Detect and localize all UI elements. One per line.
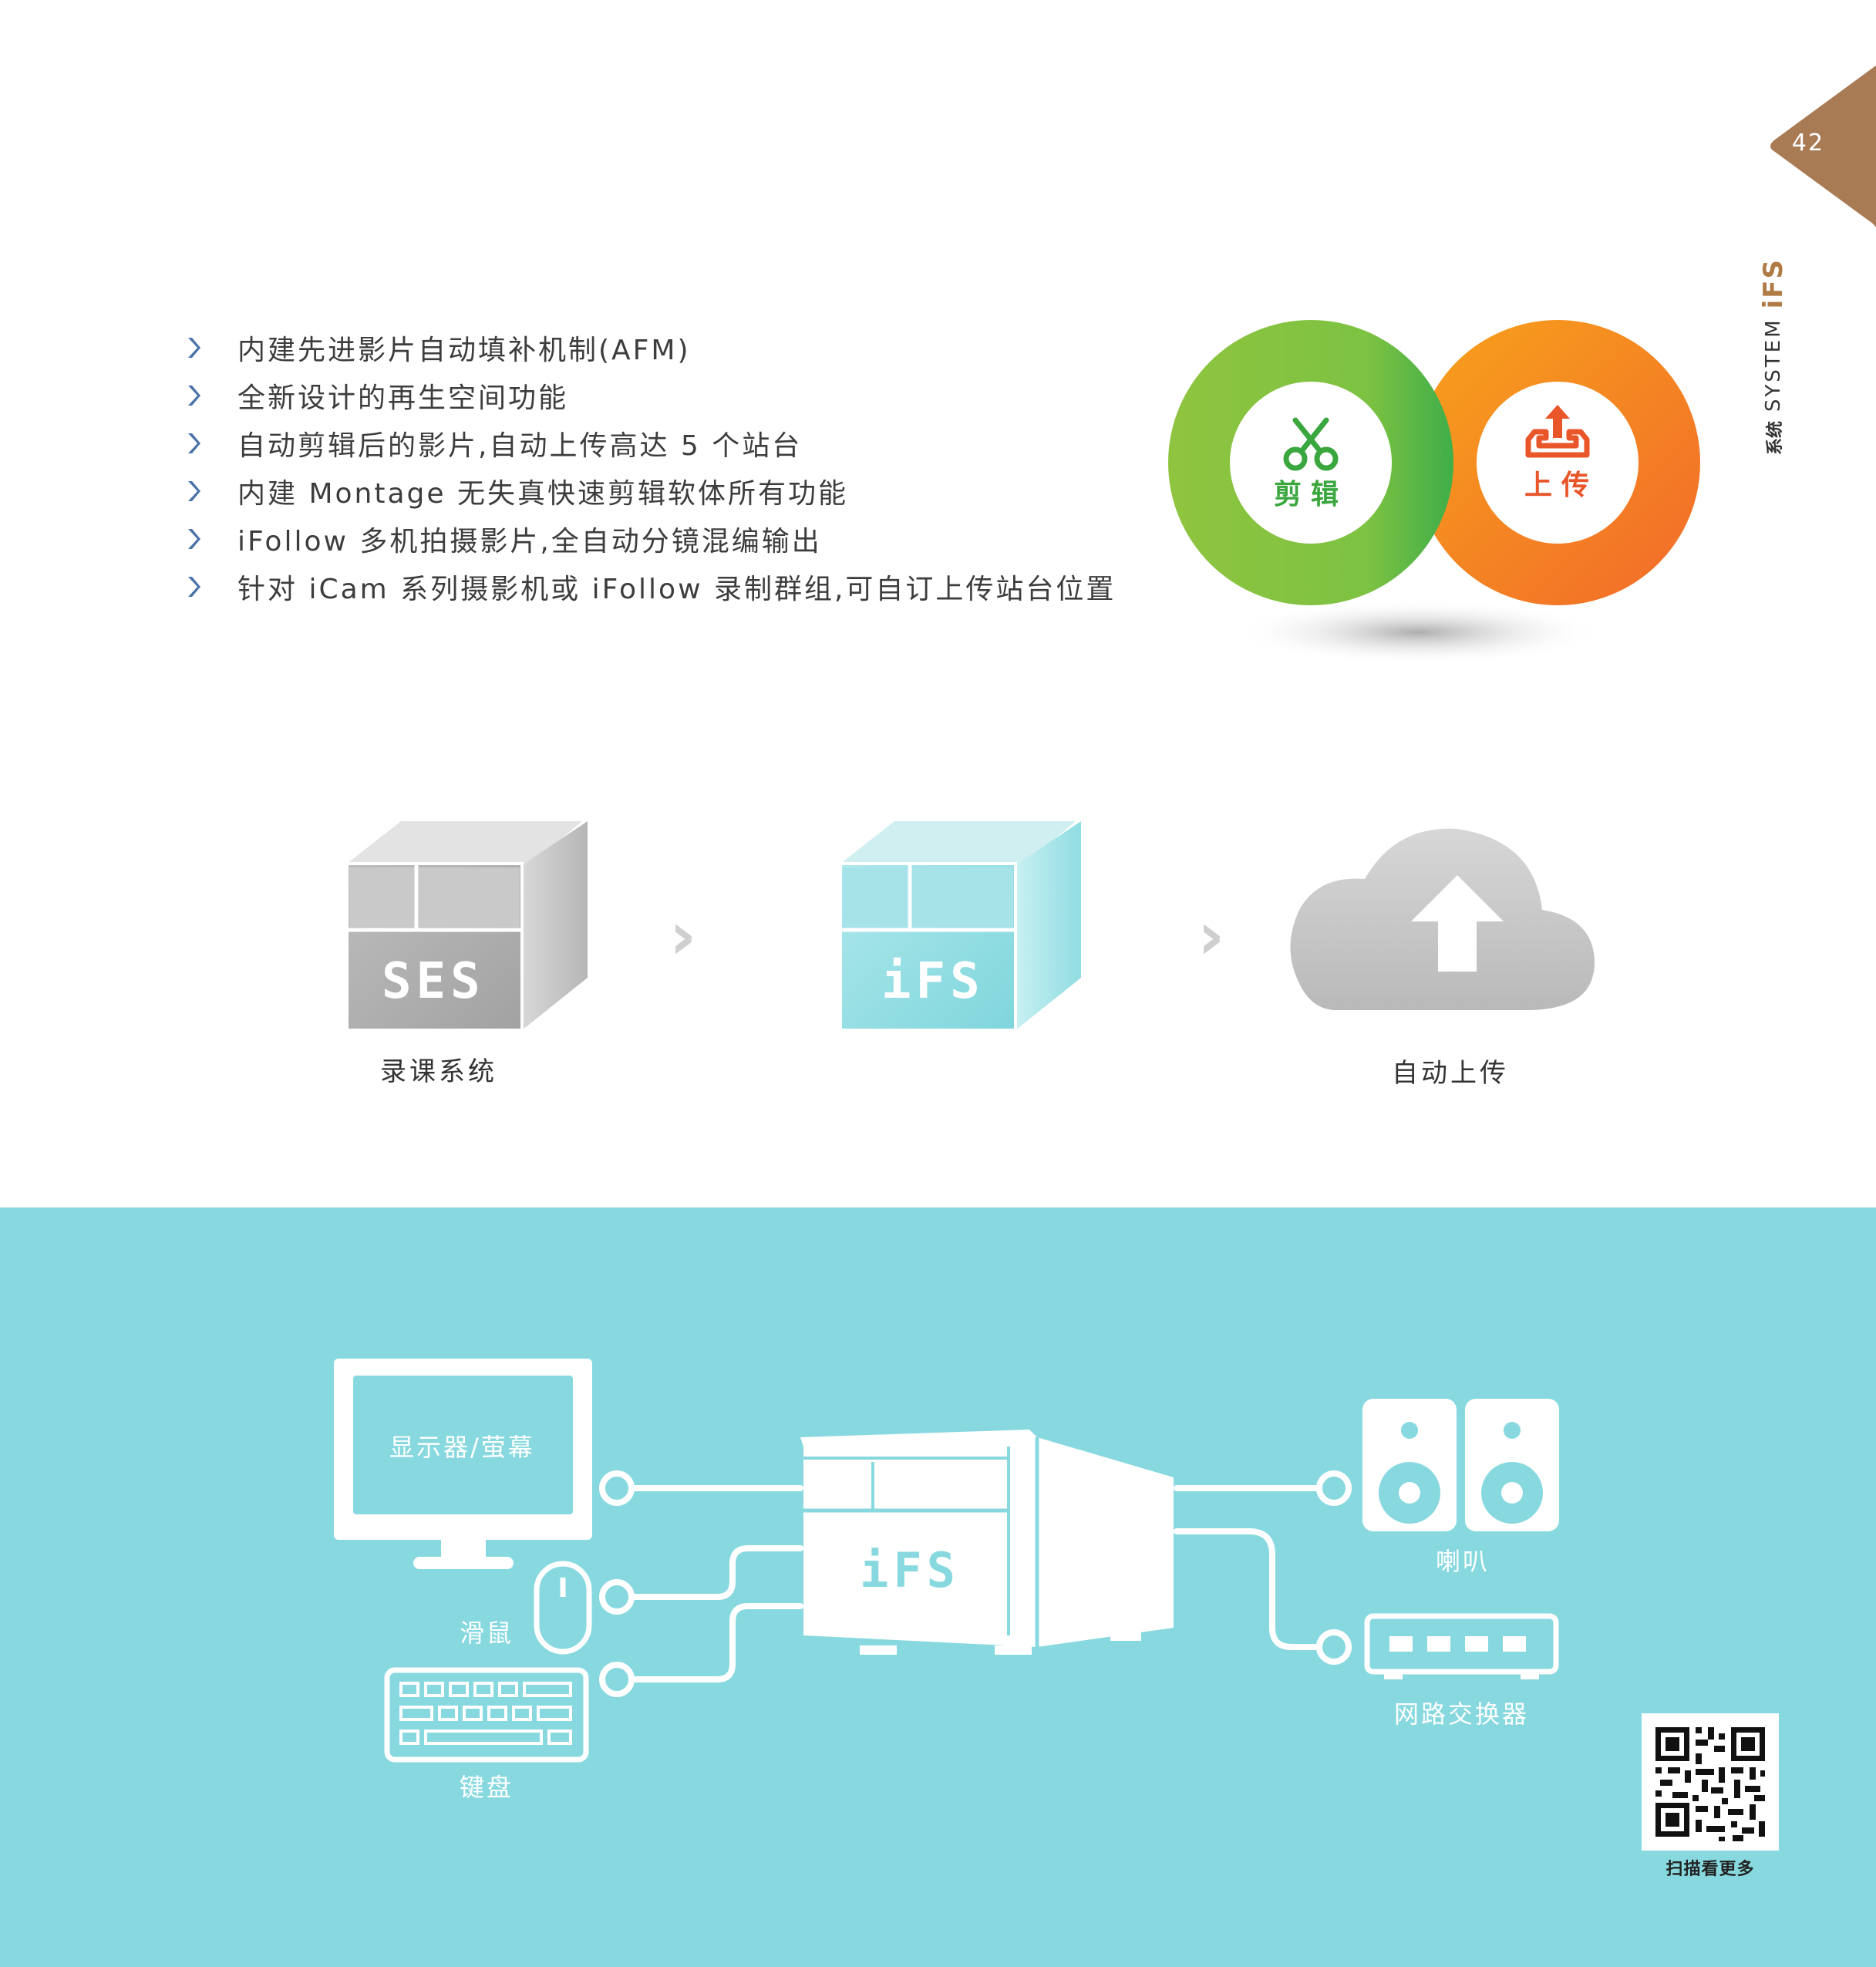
keyboard-cable	[629, 1603, 803, 1682]
feature-item: 内建 Montage 无失真快速剪辑软体所有功能	[185, 467, 1187, 515]
cloud-upload-icon	[1290, 828, 1595, 1010]
page-number: 42	[1791, 130, 1825, 157]
ifs-cube	[839, 821, 1081, 1032]
feature-text: 针对 iCam 系列摄影机或 iFollow 录制群组,可自订上传站台位置	[237, 574, 1117, 605]
chevron-bullet-icon	[188, 386, 200, 406]
chevron-bullet-icon	[188, 529, 200, 549]
network-switch-icon	[1364, 1613, 1559, 1679]
side-title-cn: 系统	[1766, 420, 1785, 455]
feature-item: 内建先进影片自动填补机制(AFM)	[185, 324, 1187, 372]
chevron-bullet-icon	[188, 433, 200, 453]
feature-item: 自动剪辑后的影片,自动上传高达 5 个站台	[185, 419, 1187, 467]
workflow-diagram	[345, 821, 1595, 1032]
device-label: iFS	[860, 1542, 960, 1598]
speaker-label: 喇叭	[1436, 1547, 1490, 1576]
side-title-en: SYSTEM	[1762, 318, 1785, 412]
ses-caption: 录课系统	[380, 1056, 497, 1087]
ifs-box-text: iFS	[881, 953, 985, 1010]
edit-upload-circles	[1168, 320, 1700, 665]
switch-cable	[1174, 1528, 1322, 1650]
mouse-label: 滑鼠	[460, 1618, 514, 1648]
ses-cube	[345, 821, 588, 1032]
upload-label: 上传	[1524, 470, 1598, 501]
monitor-label: 显示器/萤幕	[389, 1433, 535, 1462]
monitor-icon	[334, 1359, 592, 1569]
upload-tray-icon	[1525, 405, 1590, 458]
chevron-bullet-icon	[188, 481, 200, 501]
flow-arrow-icon: ›	[1197, 898, 1225, 975]
feature-item: iFollow 多机拍摄影片,全自动分镜混编输出	[185, 515, 1187, 563]
feature-text: 全新设计的再生空间功能	[237, 382, 569, 414]
page-tab	[1770, 66, 1876, 227]
qr-code-image	[1642, 1713, 1779, 1851]
upload-caption: 自动上传	[1392, 1058, 1509, 1089]
feature-text: 内建先进影片自动填补机制(AFM)	[237, 335, 691, 366]
feature-list: 内建先进影片自动填补机制(AFM) 全新设计的再生空间功能 自动剪辑后的影片,自…	[185, 324, 1187, 611]
feature-item: 全新设计的再生空间功能	[185, 372, 1187, 419]
ifs-device-icon	[800, 1430, 1174, 1655]
keyboard-icon	[384, 1667, 589, 1763]
feature-item: 针对 iCam 系列摄影机或 iFollow 录制群组,可自订上传站台位置	[185, 563, 1187, 611]
flow-arrow-icon: ›	[669, 898, 697, 975]
scissors-icon	[1283, 417, 1339, 471]
chevron-bullet-icon	[188, 338, 200, 358]
side-title: 系统 SYSTEM iFS	[1750, 224, 1797, 455]
mouse-icon	[534, 1561, 592, 1655]
qr-caption: 扫描看更多	[1665, 1860, 1755, 1879]
keyboard-label: 键盘	[460, 1773, 514, 1802]
switch-label: 网路交换器	[1394, 1699, 1530, 1729]
feature-text: iFollow 多机拍摄影片,全自动分镜混编输出	[237, 526, 822, 557]
edit-label: 剪辑	[1273, 479, 1348, 510]
qr-code[interactable]	[1642, 1713, 1779, 1851]
connections-diagram	[334, 1359, 1559, 1763]
speakers-icon	[1362, 1399, 1559, 1531]
feature-text: 内建 Montage 无失真快速剪辑软体所有功能	[237, 478, 848, 510]
chevron-bullet-icon	[188, 577, 200, 597]
ses-box-text: SES	[382, 953, 485, 1010]
feature-text: 自动剪辑后的影片,自动上传高达 5 个站台	[237, 430, 803, 462]
side-title-brand: iFS	[1758, 258, 1789, 309]
circles-shadow	[1234, 600, 1604, 665]
mouse-cable	[629, 1545, 803, 1600]
